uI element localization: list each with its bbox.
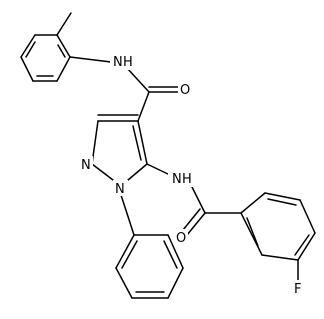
carbonyl-o-bond-2 [182, 208, 201, 231]
atom-n1: N [113, 180, 128, 197]
n1-label: N [115, 182, 125, 197]
n1-phenyl-bond [120, 194, 135, 236]
nh-amide-h-label: H [123, 55, 133, 70]
c5-nh-bond [146, 163, 171, 176]
phenyl-ring [115, 234, 184, 299]
atom-o-top: O [178, 81, 192, 98]
tolyl-ring [20, 34, 71, 82]
nh-benzamide-h-label: H [182, 172, 192, 187]
atom-o-bottom: O [174, 229, 188, 246]
o-top-label: O [180, 83, 190, 98]
atom-fluorine: F [292, 280, 305, 297]
atom-nh-benzamide: N H [168, 169, 196, 187]
atom-n2: N [79, 156, 93, 173]
n2-label: N [81, 158, 91, 173]
nh-carbonyl-bond [191, 186, 206, 214]
pyrazole-ring [91, 114, 148, 181]
methyl-bond [56, 12, 72, 36]
nh-benzamide-n-label: N [172, 172, 182, 187]
tolyl-n-bond [69, 56, 112, 63]
carbonyl-o-bond [186, 212, 206, 236]
amide-c-c4-bond [137, 91, 150, 122]
amide-n-c-bond [126, 67, 150, 93]
atom-nh-amide: N H [110, 52, 134, 70]
o-bottom-label: O [176, 231, 186, 246]
nh-amide-n-label: N [113, 55, 123, 70]
fluorophenyl-ring [240, 192, 316, 261]
fluorine-label: F [294, 282, 301, 297]
